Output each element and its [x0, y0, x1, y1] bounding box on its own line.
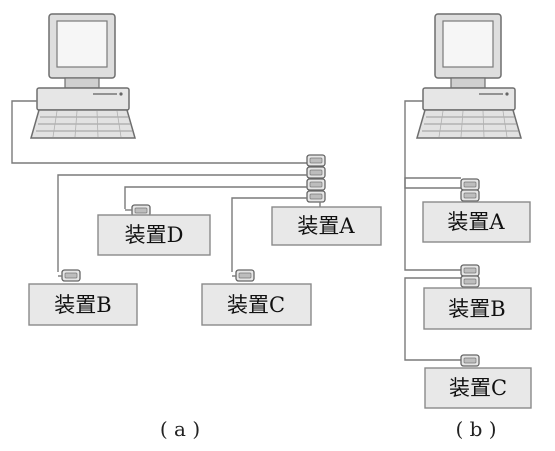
cable-to-device-d — [124, 186, 307, 209]
device-label: 装置B — [448, 297, 505, 321]
cable-to-device-c — [231, 197, 307, 272]
hub-plug-icon — [306, 190, 326, 203]
device-label: 装置B — [54, 293, 111, 317]
device-b-box: 装置B — [423, 287, 532, 330]
plug-icon — [61, 269, 81, 282]
cable-a-to-b — [404, 177, 461, 271]
device-label: 装置A — [447, 210, 505, 234]
connector-hub — [306, 154, 326, 203]
device-c-box: 装置C — [424, 367, 532, 409]
device-label: 装置D — [125, 223, 184, 247]
device-b-box: 装置B — [28, 283, 138, 326]
plug-icon — [460, 264, 480, 277]
hub-plug-icon — [306, 154, 326, 167]
device-label: 装置C — [449, 376, 507, 400]
device-d-box: 装置D — [97, 214, 211, 256]
caption-b: ( b ) — [455, 417, 496, 441]
hub-plug-icon — [306, 178, 326, 191]
plug-icon — [460, 354, 480, 367]
device-a-box: 装置A — [271, 206, 382, 246]
cable-computer-to-a — [404, 100, 461, 189]
cable-b-to-c — [404, 277, 461, 361]
device-label: 装置C — [227, 293, 285, 317]
caption-a: ( a ) — [160, 417, 200, 441]
plug-icon — [460, 275, 480, 288]
computer-icon — [30, 13, 136, 139]
plug-icon — [235, 269, 255, 282]
hub-plug-icon — [306, 166, 326, 179]
diagram-b: 装置A 装置B 装置C ( b ) — [404, 13, 532, 441]
plug-icon — [460, 178, 480, 191]
device-label: 装置A — [297, 214, 355, 238]
device-a-box: 装置A — [422, 201, 531, 243]
diagram-a: 装置A 装置D 装置B 装置C ( a ) — [11, 13, 382, 441]
cable-computer-a — [11, 100, 308, 164]
computer-icon — [416, 13, 522, 139]
plug-icon — [460, 189, 480, 202]
cable-to-device-b — [57, 174, 307, 272]
device-c-box: 装置C — [201, 283, 312, 326]
